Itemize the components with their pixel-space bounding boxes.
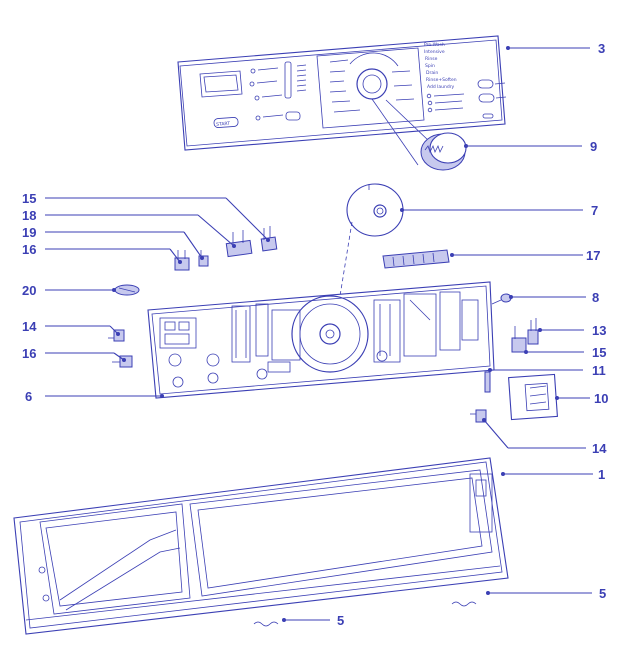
leader-lines xyxy=(45,46,593,622)
callout-9: 9 xyxy=(590,139,597,154)
programme-knob xyxy=(371,98,467,171)
right-side-parts xyxy=(470,293,558,423)
start-label: START xyxy=(216,121,231,128)
mode-5: Drain xyxy=(426,70,438,76)
callout-17: 17 xyxy=(586,248,600,263)
mode-4: Spin xyxy=(425,63,435,69)
callout-10: 10 xyxy=(594,391,608,406)
callout-11: 11 xyxy=(592,363,606,378)
callout-14: 14 xyxy=(592,441,607,456)
mode-1: Pre-Wash xyxy=(424,42,445,48)
connector-strip xyxy=(382,249,450,269)
callout-5: 5 xyxy=(599,586,606,601)
mode-2: Intensive xyxy=(424,49,445,55)
callout-3: 3 xyxy=(598,41,605,56)
callout-numbers: 3 9 7 15 18 19 16 17 20 8 14 13 16 15 11… xyxy=(22,41,608,628)
callout-19: 19 xyxy=(22,225,36,240)
timer-dial-disc xyxy=(339,183,404,297)
callout-6: 6 xyxy=(25,389,32,404)
callout-1: 1 xyxy=(598,467,605,482)
callout-18: 18 xyxy=(22,208,36,223)
control-panel-fascia: START Pre-Wash Intensive xyxy=(177,35,507,151)
callout-16: 16 xyxy=(22,242,36,257)
callout-15: 15 xyxy=(22,191,36,206)
clip-part xyxy=(114,284,140,296)
left-small-parts xyxy=(108,329,133,368)
main-frame xyxy=(147,281,495,399)
callout-20: 20 xyxy=(22,283,36,298)
callout-5: 5 xyxy=(337,613,344,628)
mode-6: Rinse+Soften xyxy=(426,77,457,83)
switch-parts-cluster xyxy=(174,226,278,271)
callout-7: 7 xyxy=(591,203,598,218)
mode-3: Rinse xyxy=(425,56,438,62)
callout-16: 16 xyxy=(22,346,36,361)
callout-13: 13 xyxy=(592,323,606,338)
mode-7: Add laundry xyxy=(427,84,455,90)
spring-parts xyxy=(253,601,477,627)
callout-8: 8 xyxy=(592,290,599,305)
callout-14: 14 xyxy=(22,319,37,334)
callout-15: 15 xyxy=(592,345,606,360)
front-housing xyxy=(13,457,509,635)
